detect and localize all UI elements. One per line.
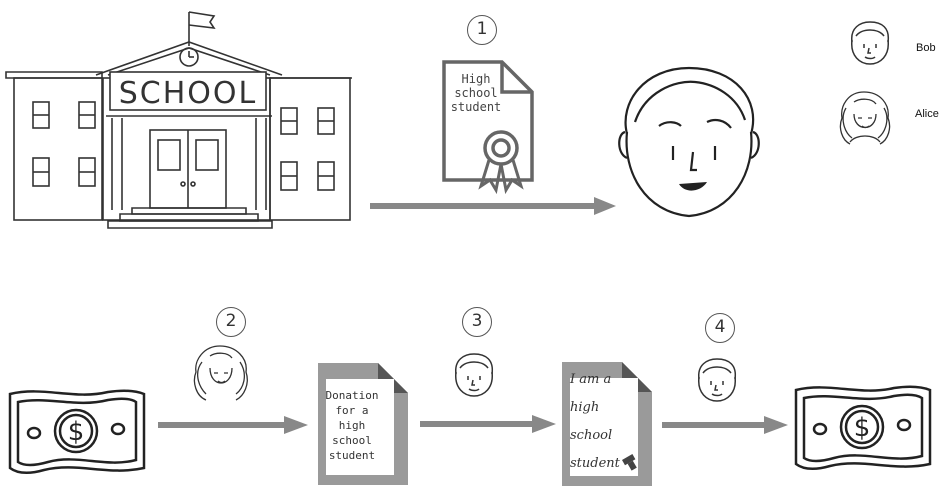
- claim-text: I am a high school student: [570, 366, 640, 478]
- bob-icon-step4: [695, 357, 739, 403]
- arrow-money-to-donation: [156, 416, 316, 436]
- arrow-claim-to-money: [660, 416, 810, 436]
- certificate-text: High school student: [448, 72, 504, 114]
- legend-bob-label: Bob: [916, 42, 936, 54]
- step-4-badge: 4: [705, 313, 735, 343]
- donation-text: Donation for a high school student: [323, 388, 381, 463]
- arrow-school-to-bob: [368, 197, 628, 217]
- bob-icon-step3: [452, 352, 496, 398]
- arrow-donation-to-claim: [418, 415, 568, 435]
- money-bill-icon-right: $: [790, 380, 940, 478]
- legend-alice-label: Alice: [915, 108, 939, 120]
- alice-avatar-icon: [836, 88, 896, 148]
- school-building: [0, 0, 290, 235]
- school-sign: SCHOOL: [112, 76, 264, 111]
- bob-avatar-icon: [848, 20, 892, 66]
- svg-text:$: $: [854, 413, 871, 443]
- svg-text:$: $: [68, 417, 85, 447]
- alice-icon-step2: [190, 342, 254, 404]
- money-bill-icon-left: $: [4, 384, 154, 482]
- bob-face-large: [615, 62, 765, 222]
- step-2-badge: 2: [216, 307, 246, 337]
- step-3-badge: 3: [462, 307, 492, 337]
- step-1-badge: 1: [467, 15, 497, 45]
